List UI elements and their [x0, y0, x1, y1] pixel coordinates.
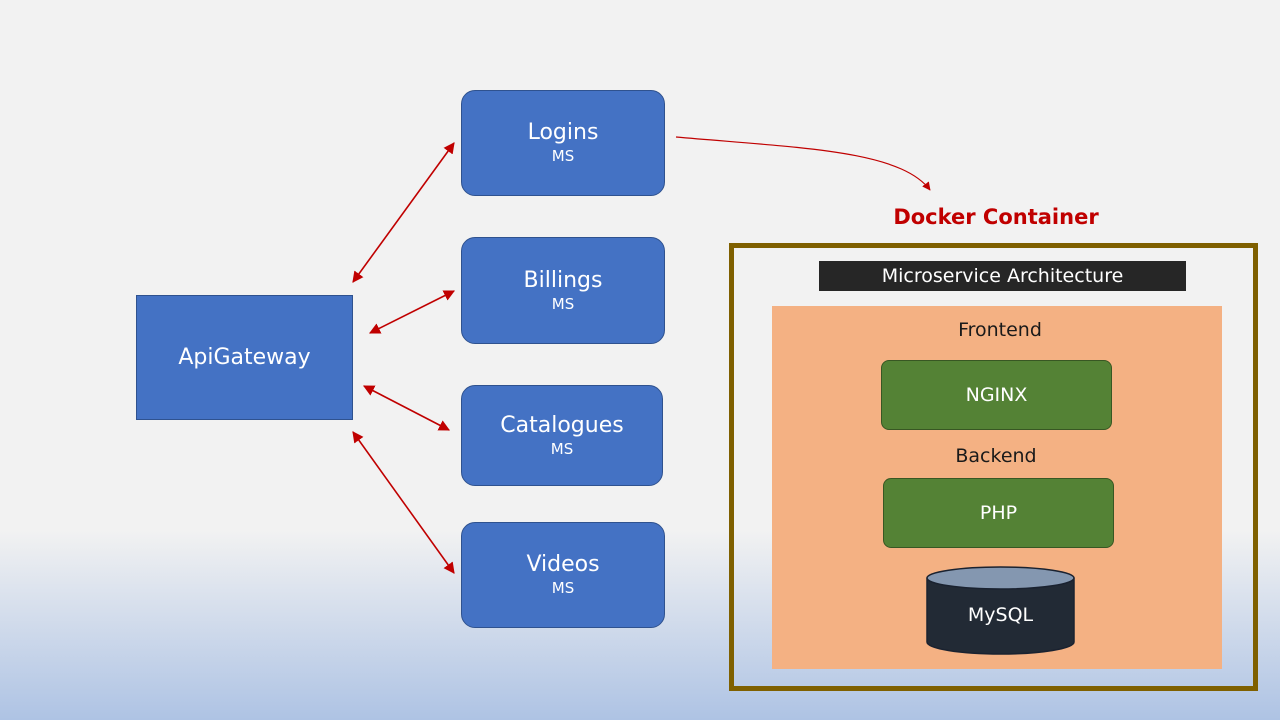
php-box[interactable]: PHP	[883, 478, 1114, 548]
logins-service-box[interactable]: Logins MS	[461, 90, 665, 196]
nginx-box[interactable]: NGINX	[881, 360, 1112, 430]
billings-service-box[interactable]: Billings MS	[461, 237, 665, 344]
docker-container-title: Docker Container	[893, 205, 1099, 229]
videos-service-box[interactable]: Videos MS	[461, 522, 665, 628]
service-title: Billings	[523, 267, 603, 293]
arrow-logins-docker	[675, 136, 931, 191]
arrow-gateway-videos	[352, 431, 455, 574]
catalogues-service-box[interactable]: Catalogues MS	[461, 385, 663, 486]
service-title: Logins	[527, 120, 599, 145]
arrow-gateway-billings	[368, 290, 456, 334]
docker-container-frame	[729, 243, 1258, 691]
frontend-label: Frontend	[958, 319, 1042, 341]
service-subtitle: MS	[551, 147, 575, 165]
architecture-banner: Microservice Architecture	[819, 261, 1186, 291]
service-subtitle: MS	[550, 439, 574, 458]
backend-label: Backend	[955, 445, 1037, 467]
service-subtitle: MS	[551, 579, 575, 597]
arrow-gateway-catalogues	[363, 385, 450, 431]
service-title: Catalogues	[500, 412, 624, 438]
database-label: MySQL	[967, 604, 1034, 626]
service-subtitle: MS	[551, 294, 575, 313]
api-gateway-label: ApiGateway	[178, 345, 311, 370]
arrow-gateway-logins	[352, 142, 455, 283]
service-title: Videos	[526, 552, 600, 577]
api-gateway-box[interactable]: ApiGateway	[136, 295, 353, 420]
database-icon[interactable]	[925, 565, 1076, 657]
